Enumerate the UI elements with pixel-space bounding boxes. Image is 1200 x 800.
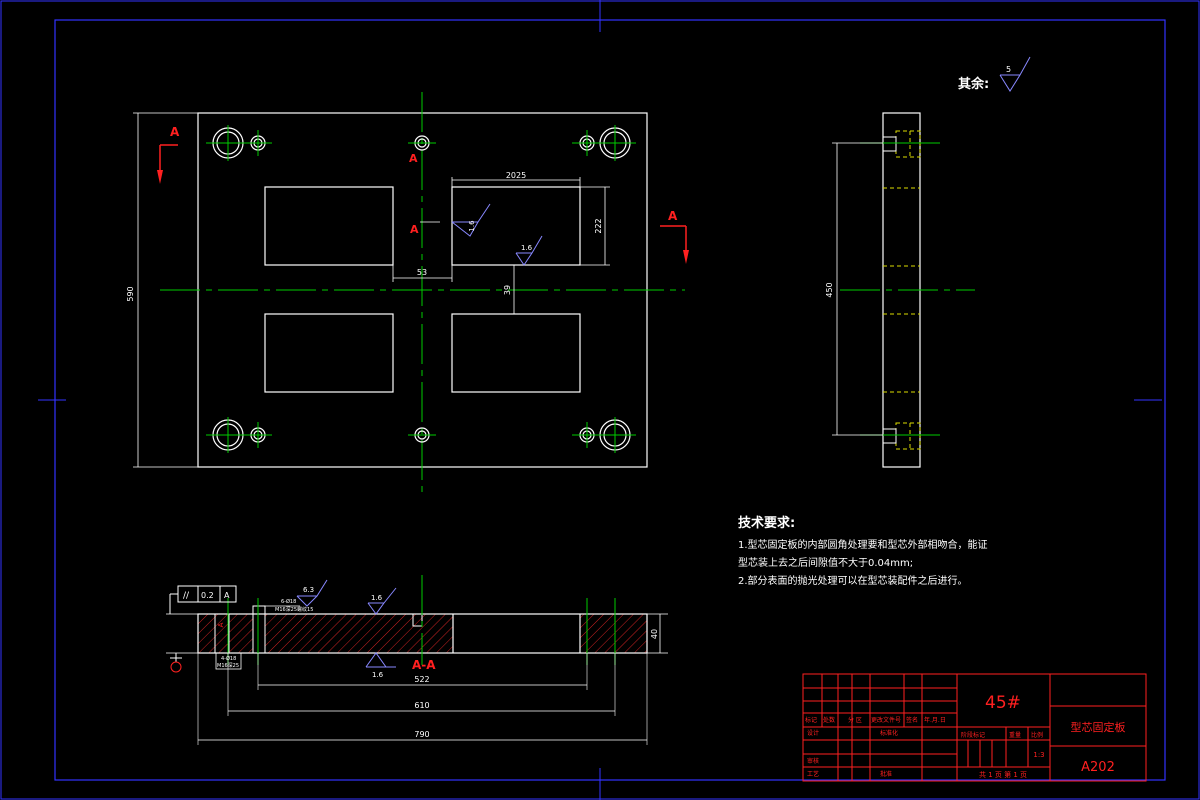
svg-text:比例: 比例 xyxy=(1031,731,1043,739)
dim-width-inner-text: 522 xyxy=(414,675,429,684)
pocket-bottom-left xyxy=(264,313,394,393)
geometric-tolerance-frame: // 0.2 A xyxy=(169,585,237,614)
datum-label: A xyxy=(217,622,225,627)
svg-text:重量: 重量 xyxy=(1009,731,1021,739)
tech-line-2: 型芯装上去之后间隙值不大于0.04mm; xyxy=(738,556,913,569)
hole-note-3: 4-Ø18 xyxy=(221,655,236,662)
hole-centerlines xyxy=(206,125,636,453)
section-marker-right: A xyxy=(660,209,689,264)
hole-note-2: M16深25螺纹15 xyxy=(275,606,313,613)
scale-value: 1:3 xyxy=(1033,751,1044,759)
roughness-value: 1.6 xyxy=(372,671,384,679)
svg-text:A: A xyxy=(410,223,419,236)
tech-line-3: 2.部分表面的抛光处理可以在型芯装配件之后进行。 xyxy=(738,574,968,587)
svg-text:A: A xyxy=(668,209,678,223)
datum-symbol xyxy=(170,653,182,673)
sheet-info: 共 1 页 第 1 页 xyxy=(979,770,1027,779)
roughness-symbol xyxy=(515,235,543,266)
svg-text:年.月.日: 年.月.日 xyxy=(924,716,946,724)
top-view: 590 xyxy=(126,92,689,492)
dim-height-small-text: 222 xyxy=(594,218,603,233)
hatched-region xyxy=(265,614,453,653)
section-view: // 0.2 A 6-Ø18 M16深25螺纹15 4-Ø18 M16深25 A xyxy=(166,575,668,745)
dim-height-text: 590 xyxy=(126,286,135,301)
svg-text:阶段标记: 阶段标记 xyxy=(961,731,985,739)
dim-side-height-text: 450 xyxy=(825,282,834,297)
roughness-symbol xyxy=(451,203,491,237)
dim-width-top-text: 2025 xyxy=(506,171,526,180)
svg-text:工艺: 工艺 xyxy=(807,770,819,778)
dim-width-total-text: 790 xyxy=(414,730,429,739)
svg-text:批准: 批准 xyxy=(880,770,892,778)
counterbore-section xyxy=(252,605,266,654)
roughness-symbol-large xyxy=(999,56,1031,92)
dim-thickness-text: 40 xyxy=(650,629,659,639)
svg-text:A: A xyxy=(224,591,230,600)
surface-note-value: 5 xyxy=(1006,65,1011,74)
dim-width-mid-text: 610 xyxy=(414,701,429,710)
surface-roughness-note: 其余: 5 xyxy=(958,56,1031,92)
svg-text:0.2: 0.2 xyxy=(201,591,214,600)
section-marker-center: A A xyxy=(409,152,440,236)
svg-text:设计: 设计 xyxy=(807,729,819,737)
counterbore-marks xyxy=(882,136,897,444)
tech-heading: 技术要求: xyxy=(738,515,795,531)
side-centerlines xyxy=(840,142,975,436)
counterbore-section xyxy=(412,613,423,627)
dim-center-offset-text: 39 xyxy=(503,285,512,295)
title-block-text: 45# 型芯固定板 A202 1:3 共 1 页 第 1 页 标记 处数 分 区… xyxy=(805,693,1126,779)
svg-text:分 区: 分 区 xyxy=(848,716,862,724)
svg-text:签名: 签名 xyxy=(906,716,918,724)
part-name: 型芯固定板 xyxy=(1071,720,1126,734)
material: 45# xyxy=(985,693,1021,713)
roughness-value: 6.3 xyxy=(303,586,314,594)
hole-note-1: 6-Ø18 xyxy=(281,598,296,605)
svg-text:标记: 标记 xyxy=(805,716,817,724)
pocket-top-right xyxy=(451,186,581,266)
pocket-bottom-right xyxy=(451,313,581,393)
revision-grid xyxy=(803,674,958,781)
dim-gap-text: 53 xyxy=(417,268,427,277)
svg-text:更改文件号: 更改文件号 xyxy=(871,716,901,724)
svg-text:标准化: 标准化 xyxy=(880,729,898,737)
section-marker-left: A xyxy=(157,125,180,184)
roughness-value: 1.6 xyxy=(371,594,383,602)
svg-text:审核: 审核 xyxy=(807,757,819,765)
svg-text:A: A xyxy=(409,152,418,165)
section-label: A-A xyxy=(412,658,436,672)
pocket-top-left xyxy=(264,186,394,266)
tech-line-1: 1.型芯固定板的内部圆角处理要和型芯外部相吻合，能证 xyxy=(738,538,988,551)
surface-note-label: 其余: xyxy=(958,76,989,92)
hatched-region xyxy=(198,614,253,653)
drawing-number: A202 xyxy=(1081,760,1115,775)
roughness-value: 1.6 xyxy=(468,220,476,232)
svg-text:处数: 处数 xyxy=(823,716,835,724)
svg-text://: // xyxy=(183,591,190,601)
technical-requirements: 技术要求: 1.型芯固定板的内部圆角处理要和型芯外部相吻合，能证 型芯装上去之后… xyxy=(738,515,988,587)
title-block xyxy=(802,673,1147,782)
side-view: 450 xyxy=(825,112,975,468)
roughness-value: 1.6 xyxy=(521,244,533,252)
svg-text:A: A xyxy=(170,125,180,139)
hatched-region xyxy=(580,614,647,653)
